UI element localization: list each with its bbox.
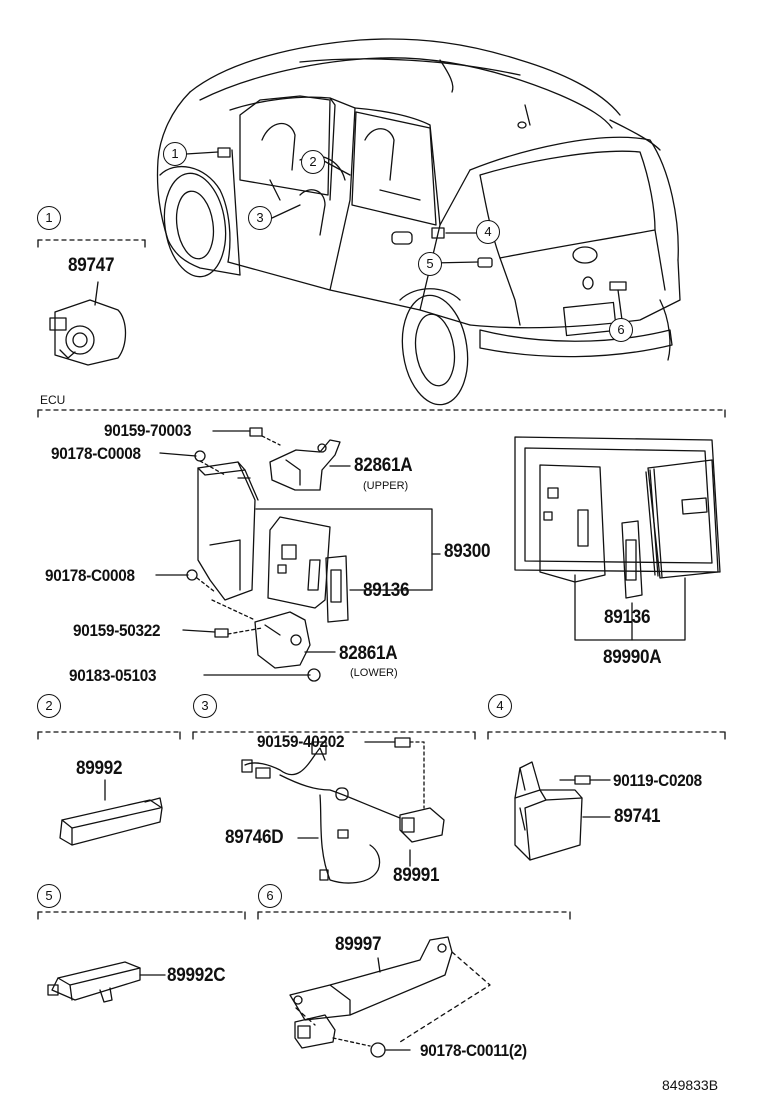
part-89741: 89741 <box>614 806 661 827</box>
callout-6: 6 <box>609 318 633 342</box>
callout-3: 3 <box>248 206 272 230</box>
callout-5: 5 <box>418 252 442 276</box>
callout-4: 4 <box>476 220 500 244</box>
section-6-marker: 6 <box>258 884 282 908</box>
part-90159-70003: 90159-70003 <box>104 421 192 440</box>
callout-1: 1 <box>163 142 187 166</box>
part-89136-kit: 89136 <box>604 607 651 628</box>
part-90178-c0008-lower: 90178-C0008 <box>45 566 135 585</box>
section-1-marker: 1 <box>37 206 61 230</box>
part-90119-c0208: 90119-C0208 <box>613 771 702 790</box>
ecu-section-label: ECU <box>40 393 66 407</box>
part-89136-ecu: 89136 <box>363 580 410 601</box>
ecu-section <box>37 409 726 682</box>
section-1 <box>37 239 146 366</box>
callout-2: 2 <box>301 150 325 174</box>
part-89991: 89991 <box>393 865 440 886</box>
part-89746d: 89746D <box>225 827 284 848</box>
section-6 <box>257 911 571 1058</box>
section-2-marker: 2 <box>37 694 61 718</box>
part-90183-05103: 90183-05103 <box>69 666 157 685</box>
part-90159-40202: 90159-40202 <box>257 732 345 751</box>
part-89990a: 89990A <box>603 647 662 668</box>
section-3 <box>192 731 476 884</box>
part-82861a-upper: 82861A <box>354 455 413 476</box>
part-89997: 89997 <box>335 934 382 955</box>
callout-leaders <box>185 151 623 321</box>
part-90178-c0011: 90178-C0011(2) <box>420 1041 527 1060</box>
part-89747: 89747 <box>68 255 115 276</box>
part-90159-50322: 90159-50322 <box>73 621 161 640</box>
part-82861a-lower: 82861A <box>339 643 398 664</box>
diagram-code: 849833B <box>662 1077 719 1093</box>
part-82861a-lower-note: (LOWER) <box>350 667 398 679</box>
part-89992c: 89992C <box>167 965 226 986</box>
part-82861a-upper-note: (UPPER) <box>363 480 409 492</box>
part-90178-c0008-upper: 90178-C0008 <box>51 444 141 463</box>
section-2 <box>37 731 181 846</box>
section-5-marker: 5 <box>37 884 61 908</box>
part-89992: 89992 <box>76 758 123 779</box>
section-3-marker: 3 <box>193 694 217 718</box>
section-4 <box>487 731 726 861</box>
section-5 <box>37 911 246 1003</box>
section-4-marker: 4 <box>488 694 512 718</box>
car-illustration <box>156 38 681 406</box>
part-89300: 89300 <box>444 541 491 562</box>
